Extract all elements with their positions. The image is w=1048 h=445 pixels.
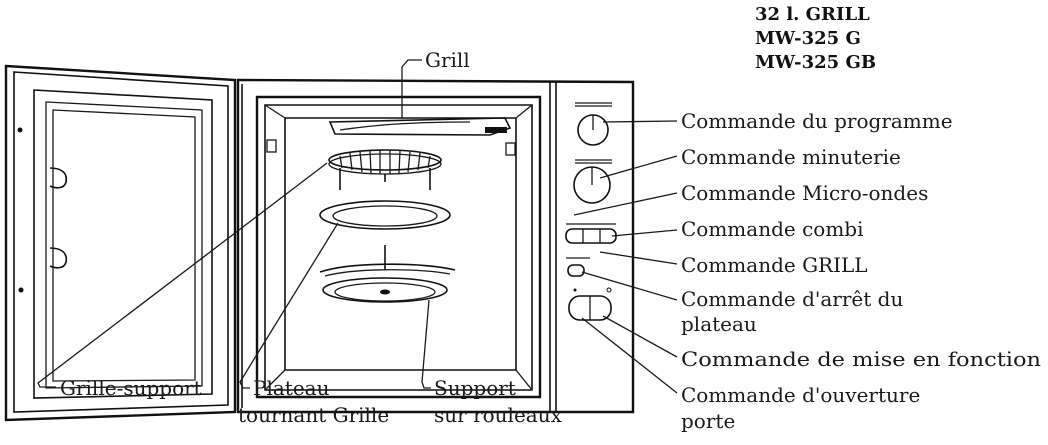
label-arret-plateau-1: Commande d'arrêt du bbox=[681, 287, 903, 311]
roller-support bbox=[319, 245, 456, 303]
programme-knob-icon bbox=[575, 102, 612, 146]
wire-rack bbox=[328, 149, 442, 190]
label-support-1: Support bbox=[434, 376, 516, 400]
label-ouverture-porte-2: porte bbox=[681, 409, 735, 433]
start-and-door-buttons-icon bbox=[568, 287, 612, 321]
microwave-oven-illustration bbox=[4, 64, 635, 422]
control-panel bbox=[565, 102, 617, 321]
label-programme: Commande du programme bbox=[681, 109, 953, 133]
model-code-gb: MW-325 GB bbox=[755, 52, 876, 73]
combi-buttons-icon bbox=[565, 223, 617, 244]
label-mise-en-fonction: Commande de mise en fonction bbox=[681, 347, 1041, 371]
leader-lines bbox=[37, 59, 678, 394]
open-door bbox=[4, 64, 237, 422]
timer-knob-icon bbox=[573, 159, 612, 204]
label-support-2: sur rouleaux bbox=[434, 403, 563, 427]
oven-body bbox=[236, 78, 635, 414]
label-minuterie: Commande minuterie bbox=[681, 145, 901, 169]
model-heading: 32 l. GRILL MW-325 G MW-325 GB bbox=[755, 4, 876, 73]
label-grill-command: Commande GRILL bbox=[681, 253, 868, 277]
turntable-stop-button-icon bbox=[566, 257, 590, 277]
turntable-plate bbox=[319, 200, 451, 230]
label-plateau-2: tournant Grille bbox=[238, 403, 389, 427]
label-grill: Grill bbox=[425, 48, 470, 72]
label-micro-ondes: Commande Micro-ondes bbox=[681, 181, 928, 205]
label-grille-support: Grille-support bbox=[60, 376, 202, 400]
labels: Grill Commande du programme Commande min… bbox=[60, 48, 1041, 433]
label-arret-plateau-2: plateau bbox=[681, 312, 757, 336]
label-ouverture-porte-1: Commande d'ouverture bbox=[681, 383, 920, 407]
oven-cavity bbox=[255, 95, 542, 399]
model-code-g: MW-325 G bbox=[755, 28, 861, 49]
model-title: 32 l. GRILL bbox=[755, 4, 870, 25]
label-plateau-1: Plateau bbox=[253, 376, 330, 400]
label-combi: Commande combi bbox=[681, 217, 863, 241]
